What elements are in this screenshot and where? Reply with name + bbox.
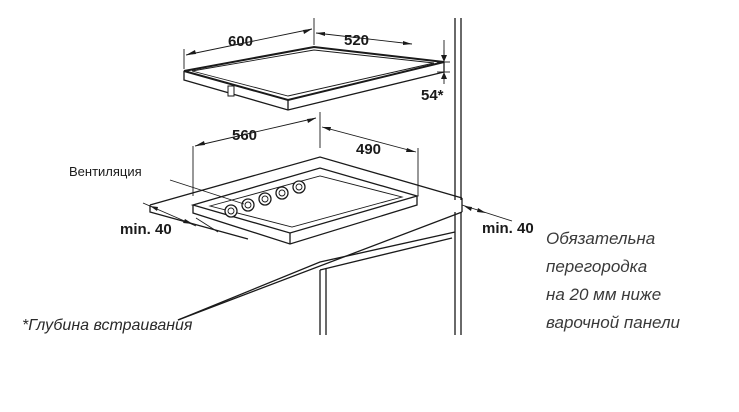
ventilation-holes: [224, 180, 306, 218]
ventilation-callout: Вентиляция: [69, 164, 245, 205]
hob-panel: [183, 45, 445, 111]
dimension-min40-right: min. 40: [461, 204, 534, 237]
dim-490-label: 490: [356, 141, 381, 158]
dim-560-label: 560: [232, 127, 257, 144]
note-line-4: варочной панели: [546, 313, 681, 332]
dimension-min40-left: min. 40: [120, 202, 219, 238]
dim-min40-left-label: min. 40: [120, 221, 172, 238]
dimension-600: 600: [183, 18, 315, 69]
dim-520-label: 520: [344, 32, 369, 49]
partition: [177, 212, 462, 335]
dimension-54: 54*: [421, 50, 450, 104]
dim-min40-right-label: min. 40: [482, 220, 534, 237]
dim-54-label: 54*: [421, 87, 444, 104]
cutout: [190, 167, 420, 245]
note-line-1: Обязательна: [546, 229, 655, 248]
dimension-490: 490: [321, 126, 419, 196]
note-line-3: на 20 мм ниже: [546, 285, 661, 304]
footnote: *Глубина встраивания: [22, 317, 193, 334]
dimension-520: 520: [315, 32, 445, 60]
ventilation-label: Вентиляция: [69, 164, 142, 179]
note-line-2: перегородка: [546, 257, 647, 276]
dim-600-label: 600: [228, 33, 253, 50]
partition-note: Обязательна перегородка на 20 мм ниже ва…: [546, 229, 681, 332]
wall: [454, 18, 462, 200]
